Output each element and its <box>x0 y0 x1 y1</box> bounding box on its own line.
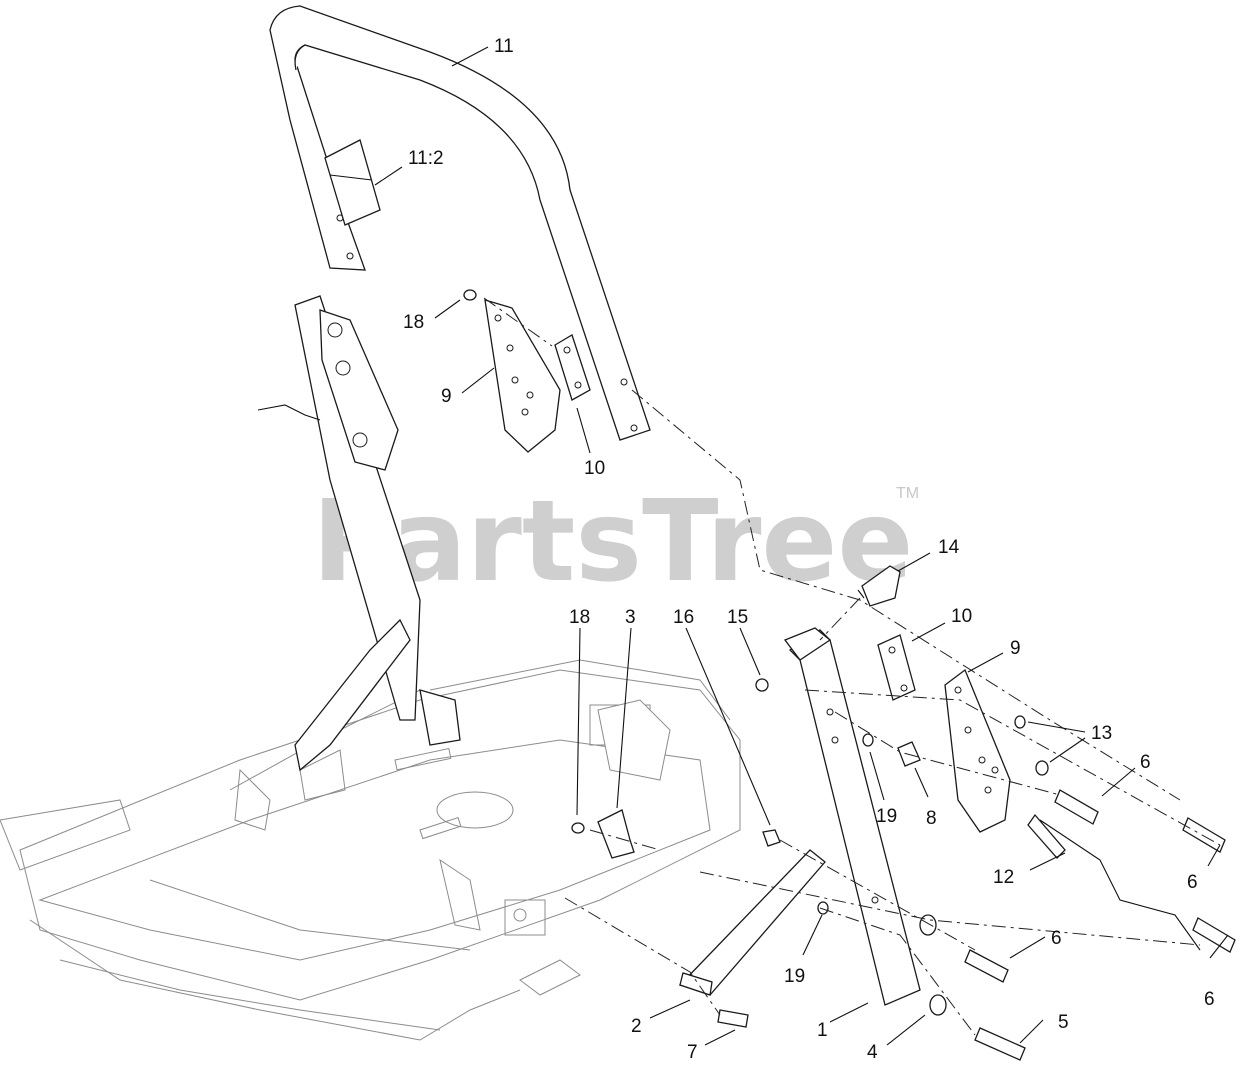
washer-part-4 <box>919 914 947 1016</box>
spacer-part-10-right <box>877 634 916 701</box>
bolt-part-7 <box>717 1009 749 1028</box>
callout-6-b: 6 <box>1187 872 1198 893</box>
cable-part-12 <box>1027 813 1201 951</box>
callout-15: 15 <box>727 607 748 628</box>
callout-6-d: 6 <box>1204 989 1215 1010</box>
callout-19-a: 19 <box>876 806 897 827</box>
assembly-centerlines <box>483 297 1221 1036</box>
callout-13: 13 <box>1091 723 1112 744</box>
nut-part-16 <box>762 829 781 847</box>
callout-4: 4 <box>867 1042 878 1063</box>
callout-16: 16 <box>673 607 694 628</box>
callout-2: 2 <box>631 1016 642 1037</box>
callout-7: 7 <box>687 1042 698 1063</box>
callout-5: 5 <box>1058 1012 1069 1033</box>
callout-18-mid: 18 <box>569 607 590 628</box>
callout-19-b: 19 <box>784 966 805 987</box>
bolts-part-6 <box>964 789 1236 983</box>
brace-part-2 <box>678 849 826 996</box>
spacer-part-10-left <box>554 334 591 401</box>
washer-part-13 <box>1014 715 1049 776</box>
callout-10-left: 10 <box>584 458 605 479</box>
callout-6-a: 6 <box>1140 752 1151 773</box>
callout-11: 11 <box>494 36 514 57</box>
bracket-part-3 <box>597 699 671 859</box>
washer-part-18-mid <box>571 822 585 834</box>
callout-6-c: 6 <box>1051 928 1062 949</box>
watermark-trademark: TM <box>896 485 919 502</box>
callout-9-right: 9 <box>1010 638 1021 659</box>
callout-leaders <box>374 46 1229 1046</box>
callout-8: 8 <box>926 808 937 829</box>
decal-part-11-2 <box>324 139 381 226</box>
bolt-part-5 <box>974 1027 1026 1061</box>
callout-1: 1 <box>817 1020 828 1041</box>
plate-part-9-right <box>944 668 1011 833</box>
nut-part-15 <box>755 678 769 692</box>
callout-12: 12 <box>993 867 1014 888</box>
callout-3: 3 <box>625 607 636 628</box>
callout-18-top: 18 <box>403 312 424 333</box>
callout-14: 14 <box>938 537 960 558</box>
plate-part-9-left <box>484 299 561 453</box>
washer-part-18-top <box>463 289 477 301</box>
bumper-part-14 <box>857 565 901 607</box>
callout-9-left: 9 <box>441 386 452 407</box>
callout-labels: 11 11:2 18 9 10 14 10 9 18 3 16 15 13 6 … <box>403 36 1215 1063</box>
callout-10-right: 10 <box>951 606 972 627</box>
left-upright-assembly <box>257 295 461 772</box>
callout-11-2: 11:2 <box>408 148 444 169</box>
nut-part-19 <box>817 733 874 915</box>
